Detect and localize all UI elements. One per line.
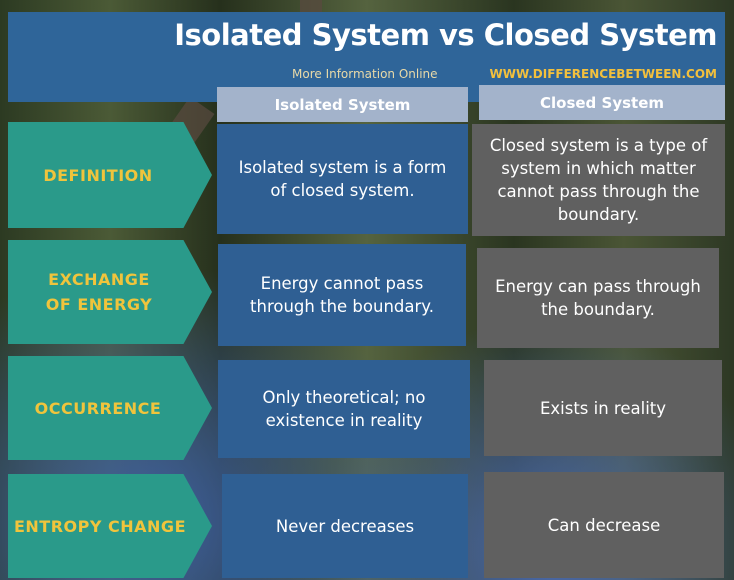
isolated-cell: Isolated system is a form of closed syst…	[217, 124, 468, 234]
closed-cell: Energy can pass through the boundary.	[477, 248, 719, 348]
isolated-cell: Only theoretical; no existence in realit…	[218, 360, 470, 458]
website-link[interactable]: WWW.DIFFERENCEBETWEEN.COM	[489, 67, 717, 81]
row-label-exchange-of-energy: EXCHANGE OF ENERGY	[8, 240, 212, 344]
closed-cell: Closed system is a type of system in whi…	[472, 124, 725, 236]
page-title: Isolated System vs Closed System	[174, 18, 717, 52]
column-head-isolated: Isolated System	[217, 87, 468, 122]
row-label-entropy-change: ENTROPY CHANGE	[8, 474, 212, 578]
more-info-text: More Information Online	[292, 67, 438, 81]
isolated-cell: Never decreases	[222, 474, 468, 578]
row-label-occurrence: OCCURRENCE	[8, 356, 212, 460]
row-label-definition: DEFINITION	[8, 122, 212, 228]
column-head-closed: Closed System	[479, 85, 725, 120]
isolated-cell: Energy cannot pass through the boundary.	[218, 244, 466, 346]
closed-cell: Can decrease	[484, 472, 724, 578]
closed-cell: Exists in reality	[484, 360, 722, 456]
background-tree	[300, 0, 322, 14]
